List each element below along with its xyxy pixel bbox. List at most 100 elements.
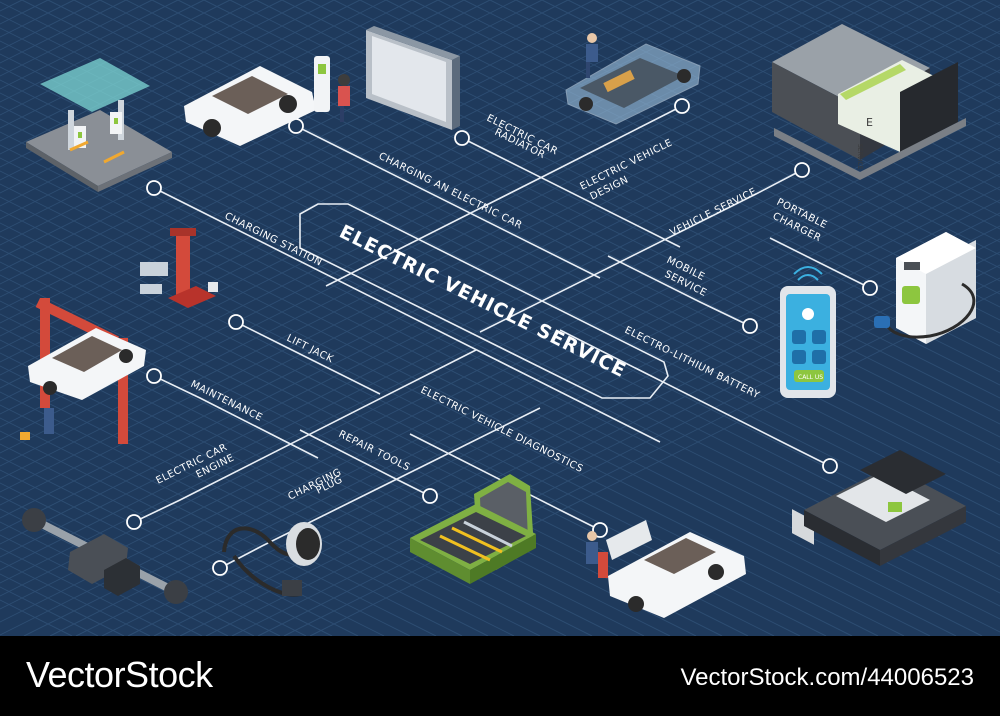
watermark-footer: VectorStock VectorStock.com/44006523: [0, 636, 1000, 716]
node-diagnostics: [592, 522, 608, 538]
node-lift-jack: [228, 314, 244, 330]
grid-line: [489, 0, 1000, 256]
charging-plug-illustration: [222, 522, 322, 597]
grid-line: [0, 0, 257, 129]
connector-battery: [559, 329, 831, 467]
battery-illustration: [804, 450, 966, 566]
mobile-phone-illustration: CALL US: [780, 266, 836, 398]
connector-lift-jack: [235, 321, 381, 395]
connector-repair-tools: [299, 429, 431, 497]
grid-line: [75, 173, 1000, 636]
grid-line: [0, 157, 957, 636]
grid-line: [0, 222, 827, 636]
grid-line: [541, 0, 1000, 230]
connector-ev-design: [325, 105, 683, 287]
grid-line: [0, 108, 1000, 610]
building-sign-letter: E: [866, 116, 873, 129]
grid-line: [0, 95, 1000, 597]
grid-line: [0, 261, 749, 636]
connector-portable-charger: [769, 237, 871, 289]
label-charging-station: CHARGING STATION: [223, 211, 324, 269]
title-frame: [299, 203, 669, 399]
label-diagnostics: ELECTRIC VEHICLE DIAGNOSTICS: [419, 385, 585, 475]
portable-charger-illustration: [874, 232, 976, 344]
node-radiator: [454, 130, 470, 146]
grid-line: [0, 134, 1000, 636]
grid-line: [0, 0, 387, 194]
grid-line: [0, 0, 725, 363]
node-portable-charger: [862, 280, 878, 296]
node-battery: [822, 458, 838, 474]
grid-line: [0, 326, 619, 636]
grid-line: [0, 14, 1000, 516]
node-mobile-service: [742, 318, 758, 334]
charging-station-illustration: [26, 58, 172, 192]
grid-line: [0, 0, 361, 181]
grid-line: [0, 352, 567, 636]
grid-line: [0, 469, 333, 636]
phone-call-label: CALL US: [798, 374, 823, 381]
grid-line: [0, 170, 931, 636]
charging-car-illustration: [184, 56, 350, 146]
grid-line: [49, 160, 1000, 636]
building-sign-word: SERVICE: [856, 144, 863, 170]
node-vehicle-service: [794, 162, 810, 178]
grid-line: [0, 0, 231, 116]
connector-radiator: [461, 137, 681, 248]
radiator-illustration: [366, 26, 460, 130]
connector-maintenance: [153, 375, 319, 459]
grid-line: [0, 0, 959, 480]
connector-engine: [133, 349, 477, 523]
grid-line: [0, 0, 907, 454]
flowchart: ELECTRIC VEHICLE SERVICE CHARGING AN ELE…: [0, 0, 1000, 636]
grid-line: [0, 391, 489, 636]
grid-line: [749, 0, 1000, 126]
connector-diagnostics: [409, 433, 601, 531]
label-lift-jack: LIFT JACK: [285, 333, 335, 366]
grid-line: [515, 0, 1000, 243]
grid-line: [0, 0, 751, 376]
grid-line: [0, 365, 541, 636]
ev-design-illustration: [565, 33, 701, 125]
grid-line: [0, 430, 411, 636]
grid-line: [0, 495, 281, 636]
grid-line: [0, 443, 385, 636]
grid-line: [0, 248, 775, 636]
grid-line: [0, 0, 777, 389]
diagnostics-car-illustration: [586, 520, 746, 618]
grid-line: [0, 508, 255, 636]
grid-line: [255, 0, 1000, 373]
infographic-canvas: ELECTRIC VEHICLE SERVICE CHARGING AN ELE…: [0, 0, 1000, 636]
grid-line: [0, 183, 905, 636]
grid-line: [0, 27, 1000, 529]
connector-vehicle-service: [479, 169, 803, 333]
car-lift-illustration: [20, 297, 146, 444]
node-ev-design: [674, 98, 690, 114]
grid-line: [0, 482, 307, 636]
connector-charging-station: [153, 187, 661, 443]
electric-engine-illustration: [22, 508, 188, 604]
grid-line: [0, 0, 283, 142]
image-id-url: VectorStock.com/44006523: [680, 664, 974, 691]
grid-line: [0, 456, 359, 636]
grid-line: [0, 521, 229, 636]
repair-toolbox-illustration: [410, 474, 536, 584]
grid-line: [0, 0, 569, 285]
connector-charging-plug: [219, 407, 541, 569]
node-charging-plug: [212, 560, 228, 576]
grid-line: [0, 121, 1000, 623]
grid-line: [127, 199, 1000, 636]
grid-line: [0, 235, 801, 636]
grid-line: [0, 417, 437, 636]
grid-line: [0, 339, 593, 636]
grid-line: [0, 0, 595, 298]
connector-charging-car: [295, 125, 601, 279]
node-endpoints: [126, 98, 878, 576]
node-repair-tools: [422, 488, 438, 504]
grid-line: [0, 40, 1000, 542]
node-charging-station: [146, 180, 162, 196]
connector-mobile-service: [607, 255, 751, 327]
grid-line: [0, 0, 881, 441]
grid-line: [0, 0, 933, 467]
node-maintenance: [146, 368, 162, 384]
